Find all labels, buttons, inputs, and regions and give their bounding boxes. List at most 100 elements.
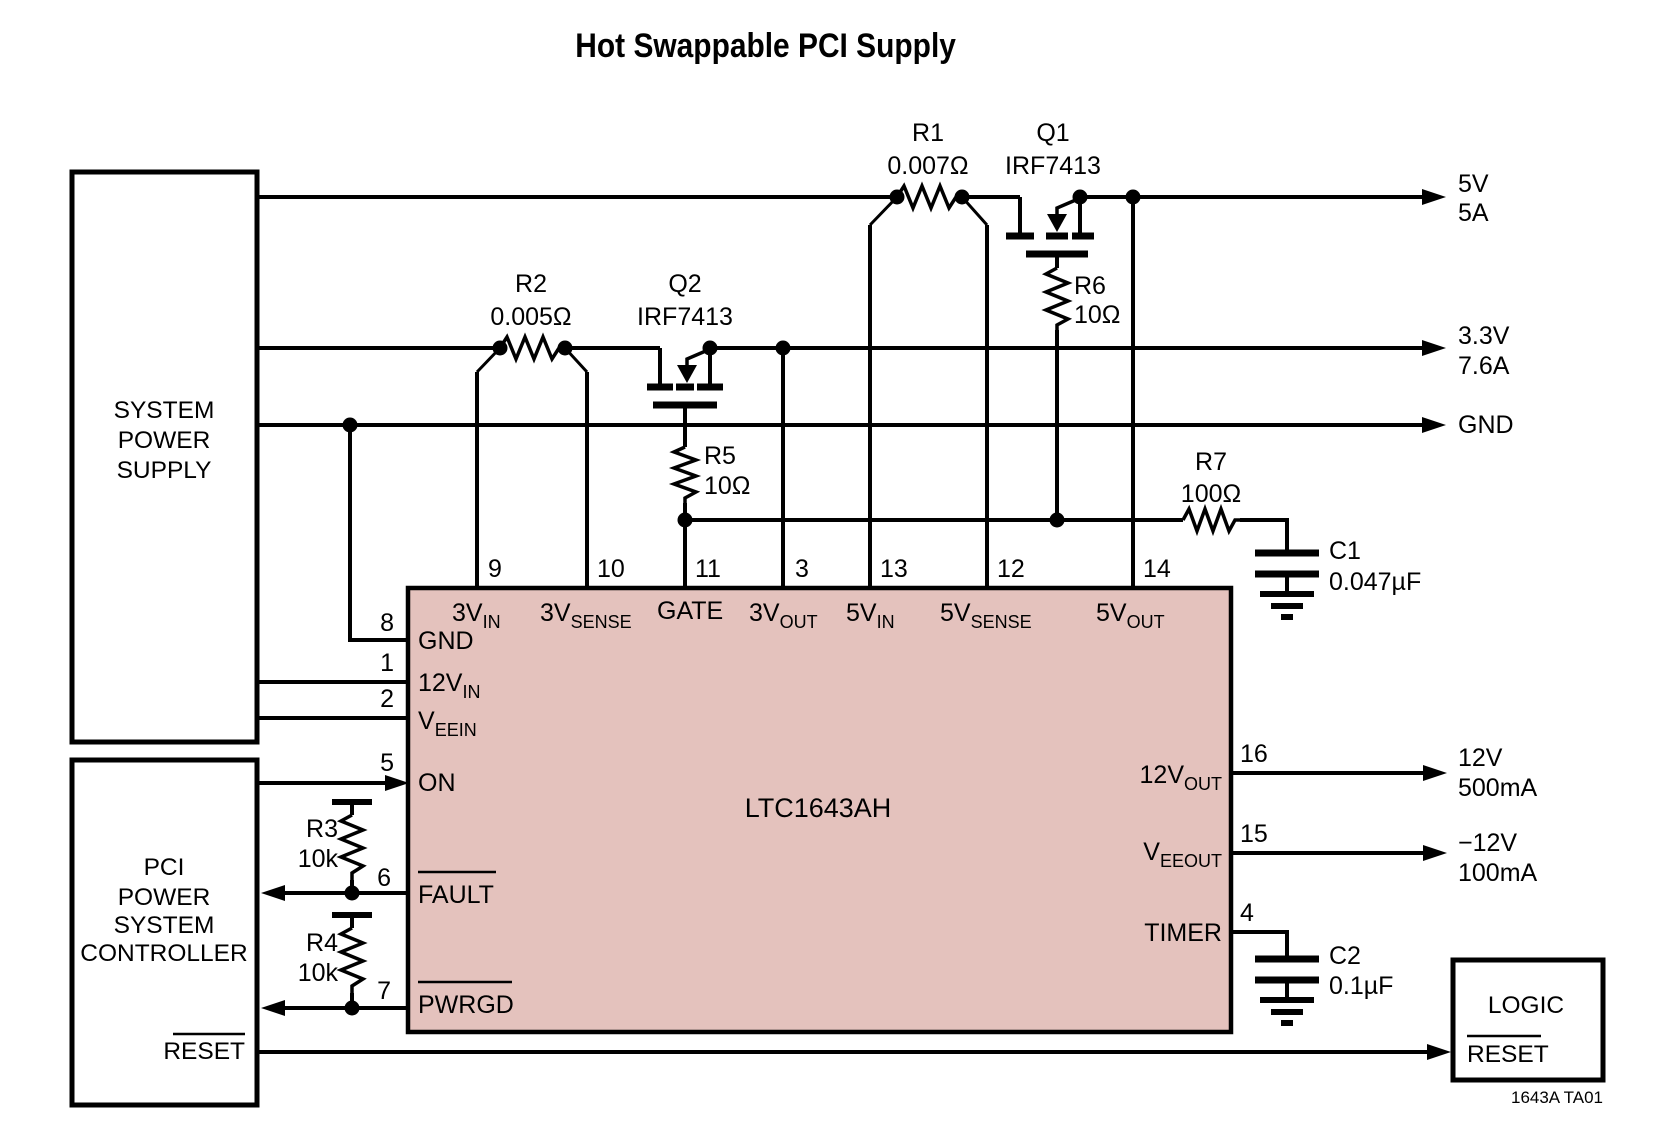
ic-body: [405, 585, 1234, 1035]
r2-ref: R2: [515, 270, 547, 298]
sense-tap-diagonals: [475, 195, 989, 374]
r1-value: 0.007Ω: [887, 152, 968, 180]
block-labels: SYSTEM POWER SUPPLY PCI POWER SYSTEM CON…: [80, 397, 1564, 1068]
junction-dot: [702, 340, 718, 356]
arrowheads: [261, 189, 1451, 1060]
r3-value: 10k: [298, 845, 339, 873]
overlines: [173, 870, 1541, 1038]
pin-numbers: 9 10 11 3 13 12 14 8 1 2 5 6 7 16 15 4: [377, 555, 1268, 1005]
pin-6-label: FAULT: [418, 881, 494, 909]
junction-dot: [492, 340, 508, 356]
q2-value: IRF7413: [637, 303, 733, 331]
c1-ref: C1: [1329, 537, 1361, 565]
pin-14-label-sub: OUT: [1127, 612, 1165, 632]
out-12v-current: 500mA: [1458, 774, 1538, 802]
pin-5-label: ON: [418, 769, 456, 797]
pin-15-label-main: V: [1143, 838, 1160, 866]
pin-3-number: 3: [795, 555, 809, 583]
pin-6-label-main: FAULT: [418, 881, 494, 909]
out-neg12v-current: 100mA: [1458, 859, 1538, 887]
pin-5-label-main: ON: [418, 769, 456, 797]
pin-7-label-main: PWRGD: [418, 991, 514, 1019]
pin-4-label-main: TIMER: [1144, 919, 1222, 947]
r4-value: 10k: [298, 959, 339, 987]
pin-14-label-main: 5V: [1096, 599, 1127, 627]
system-power-supply-box: [69, 169, 260, 745]
pin-13-label: 5VIN: [846, 599, 895, 632]
r7-value: 100Ω: [1181, 480, 1241, 508]
pin-1-label-main: 12V: [418, 669, 463, 697]
cap-ground-symbols: [332, 549, 1319, 1026]
pci-controller-box: [69, 757, 260, 1108]
pin-labels: 3VIN 3VSENSE GATE 3VOUT 5VIN 5VSENSE 5VO…: [418, 597, 1222, 1019]
output-labels: 5V 5A 3.3V 7.6A GND 12V 500mA −12V 100mA: [1458, 170, 1538, 887]
arrow-neg12v-icon: [1423, 845, 1447, 861]
pin-2-label-sub: EEIN: [435, 720, 477, 740]
q1-body-stub: [1055, 197, 1079, 214]
pin-6-number: 6: [377, 864, 391, 892]
arrow-3v3-icon: [1422, 340, 1446, 356]
pullup-rail-tbars: [332, 799, 372, 918]
junction-dot: [1049, 512, 1065, 528]
page-title: Hot Swappable PCI Supply: [575, 26, 956, 64]
out-neg12v-voltage: −12V: [1458, 829, 1517, 857]
q1-ref: Q1: [1036, 119, 1069, 147]
pci-line-2: POWER: [118, 884, 211, 911]
ground-symbol-c2: [1260, 997, 1314, 1026]
pin-14-label: 5VOUT: [1096, 599, 1165, 632]
r3-ref: R3: [306, 815, 338, 843]
r7-ref: R7: [1195, 448, 1227, 476]
r6-ref: R6: [1074, 272, 1106, 300]
junction-dot: [1072, 189, 1088, 205]
pin-2-label: VEEIN: [418, 707, 477, 740]
c1-value: 0.047µF: [1329, 568, 1421, 596]
pin-1-label-sub: IN: [462, 682, 480, 702]
pin-10-number: 10: [597, 555, 625, 583]
mosfet-bars: [647, 232, 1094, 409]
pin-1-number: 1: [380, 649, 394, 677]
pin-16-number: 16: [1240, 740, 1268, 768]
ground-symbol-c1: [1260, 591, 1314, 620]
pin-11-number: 11: [695, 555, 721, 583]
capacitor-c1: [1255, 549, 1319, 578]
pin-3-label-main: 3V: [749, 599, 780, 627]
arrow-on-icon: [385, 775, 409, 791]
c2-value: 0.1µF: [1329, 972, 1393, 1000]
sps-line-1: SYSTEM: [114, 397, 215, 424]
right-pin-wires: [1231, 771, 1424, 959]
capacitor-c2: [1255, 955, 1319, 984]
pin-16-label-main: 12V: [1140, 761, 1185, 789]
junction-dots: [342, 189, 1141, 1016]
pin-3-label-sub: OUT: [780, 612, 818, 632]
pin-12-label-main: 5V: [940, 599, 971, 627]
mosfet-body-arrows: [677, 197, 1079, 383]
junction-dot: [344, 885, 360, 901]
pin-8-label: GND: [418, 627, 474, 655]
resistor-r1: [895, 181, 962, 213]
arrow-fault-icon: [261, 885, 285, 901]
pin-3-label: 3VOUT: [749, 599, 818, 632]
pin-15-label: VEEOUT: [1143, 838, 1222, 871]
pin-15-number: 15: [1240, 820, 1268, 848]
q1-body-arrow-icon: [1047, 214, 1067, 232]
junction-dot: [954, 189, 970, 205]
resistor-r2: [498, 332, 565, 364]
logic-box: [1450, 957, 1606, 1083]
pin-2-label-main: V: [418, 707, 435, 735]
r6-value: 10Ω: [1074, 301, 1121, 329]
pin-7-label: PWRGD: [418, 991, 514, 1019]
q2-ref: Q2: [668, 270, 701, 298]
pin-12-label: 5VSENSE: [940, 599, 1032, 632]
q2-body-arrow-icon: [677, 365, 697, 383]
q1-value: IRF7413: [1005, 152, 1101, 180]
q2-body-stub: [685, 348, 709, 365]
pin-9-number: 9: [488, 555, 502, 583]
out-5v-voltage: 5V: [1458, 170, 1489, 198]
left-pin-wires: [257, 425, 408, 1010]
resistor-r5: [668, 445, 702, 503]
pin-13-number: 13: [880, 555, 908, 583]
c2-ref: C2: [1329, 942, 1361, 970]
r2-value: 0.005Ω: [490, 303, 571, 331]
